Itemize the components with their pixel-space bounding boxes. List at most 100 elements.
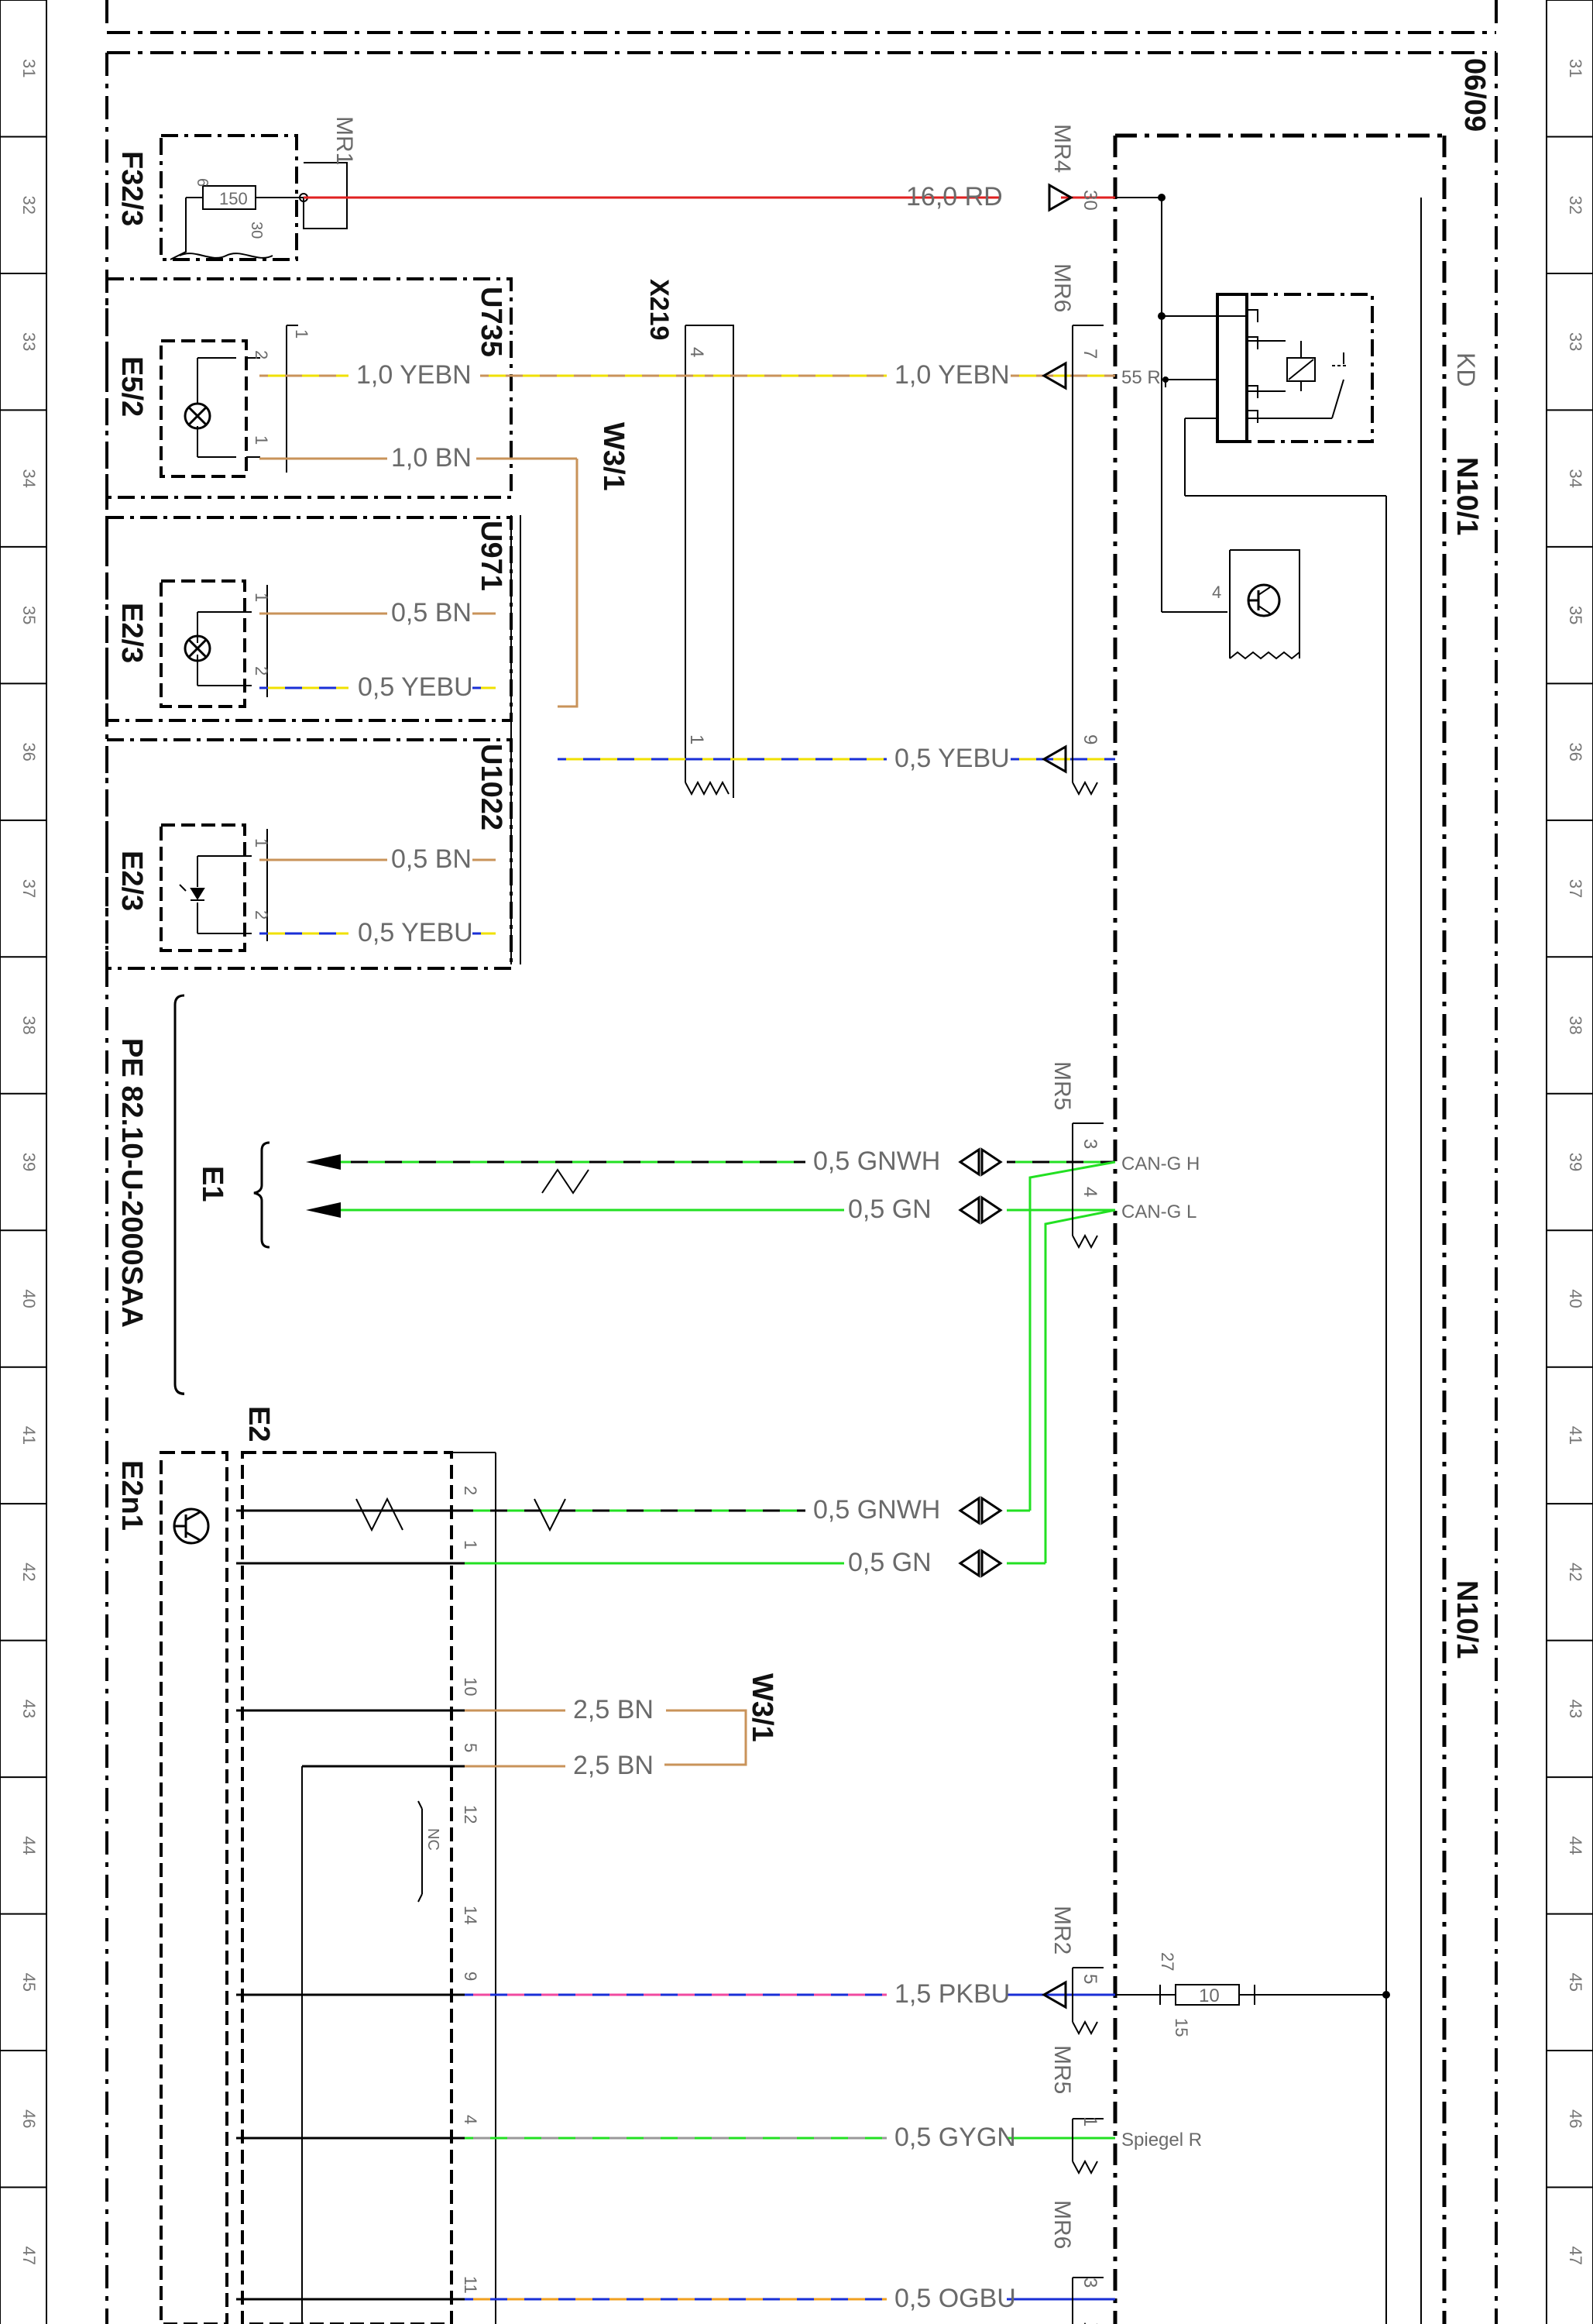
e2n1-box: [160, 1451, 496, 2324]
pin-e2-12: 12: [461, 1805, 480, 1824]
wire-label-bn-1: 1,0 BN: [391, 443, 472, 473]
ruler-row-label: 35: [1566, 606, 1585, 624]
lamp-icon-e5-2: [184, 402, 211, 430]
ruler-row-label: 47: [1566, 2247, 1585, 2265]
label-u1022: U1022: [475, 744, 507, 830]
ruler-row-label: 38: [1566, 1016, 1585, 1034]
label-n10-1-bottom: N10/1: [1451, 1580, 1483, 1659]
wire-bn-25-w31: [664, 1709, 747, 1766]
pin-spiegel-r: Spiegel R: [1121, 2130, 1202, 2150]
arrow-can-h: [306, 1154, 341, 1170]
ruler-row-label: 41: [1566, 1426, 1585, 1445]
pin-e2-3a-1: 1: [252, 593, 271, 602]
mr9-arrow: [1041, 744, 1067, 774]
can-h-plug-a-r: [980, 1147, 1003, 1177]
wire-label-gn-a: 0,5 GN: [848, 1195, 932, 1224]
wire-label-gygn: 0,5 GYGN: [894, 2123, 1016, 2152]
mr6-strip: [1072, 325, 1098, 796]
wire-label-bn-05b: 0,5 BN: [391, 844, 472, 874]
label-kd: KD: [1452, 352, 1480, 387]
ruler-row-label: 46: [1566, 2109, 1585, 2128]
pin-e2-3b-1: 1: [252, 838, 271, 847]
label-u971: U971: [475, 521, 507, 591]
can-l-plug-a-l: [958, 1195, 980, 1225]
pin-n10-4: 4: [1080, 1187, 1100, 1197]
wire-label-gnwh-a: 0,5 GNWH: [813, 1147, 940, 1176]
label-fuse-pin-27: 27: [1158, 1952, 1177, 1971]
label-x219: X219: [644, 279, 674, 340]
label-mr5-bottom: MR5: [1049, 2045, 1075, 2094]
ruler-row-label: 36: [1566, 742, 1585, 761]
ruler-row-label: 39: [1566, 1153, 1585, 1171]
ruler-row-label: 37: [19, 879, 39, 898]
wire-label-yebn-b: 1,0 YEBN: [894, 360, 1010, 390]
pin-can-l: CAN-G L: [1121, 1202, 1196, 1222]
label-n10-1-top: N10/1: [1451, 457, 1483, 535]
nc-bracket: [417, 1800, 423, 1903]
wire-label-bn-25b: 2,5 BN: [573, 1751, 654, 1780]
label-fuse-rating: 10: [1199, 1985, 1220, 2006]
pin-n10-5: 5: [1080, 1974, 1100, 1984]
label-mr6-top: MR6: [1049, 263, 1075, 312]
fuse-10: [1115, 1984, 1390, 2006]
pin-e2-3a-2: 2: [252, 666, 271, 676]
pin-e5-2-2: 2: [252, 350, 271, 359]
pin-e2-5: 5: [461, 1743, 480, 1752]
pin-e2-14: 14: [461, 1906, 480, 1924]
wire-label-pkbu: 1,5 PKBU: [894, 1979, 1010, 2009]
ruler-row-label: 36: [19, 742, 39, 761]
label-e2-3-lamp: E2/3: [115, 603, 148, 663]
ruler-row-label: 45: [1566, 1973, 1585, 1992]
can-h-plug-b-r: [980, 1496, 1003, 1525]
pin-e2-2: 2: [461, 1486, 480, 1495]
label-mr5-can: MR5: [1049, 1061, 1075, 1110]
can-l-plug-b-r: [980, 1549, 1003, 1578]
can-l-plug-a-r: [980, 1195, 1003, 1225]
label-mr4: MR4: [1049, 124, 1075, 173]
ruler-row-label: 45: [19, 1973, 39, 1992]
wire-label-yebn-a: 1,0 YEBN: [356, 360, 472, 390]
ruler-row-label: 34: [19, 469, 39, 487]
f32-3-box: [160, 134, 348, 261]
pin-n10-1: 1: [1080, 2116, 1100, 2126]
ruler-row-label: 44: [1566, 1836, 1585, 1855]
pe-bracket: [174, 995, 185, 1395]
mr4-arrow: [1048, 183, 1074, 212]
label-pe-reference: PE 82.10-U-2000SAA: [115, 1038, 148, 1328]
label-e5-2: E5/2: [115, 356, 148, 417]
label-w3-1-top: W3/1: [597, 422, 630, 491]
left-ruler: [0, 0, 47, 2324]
e2n1-transistor-icon: [173, 1508, 210, 1545]
wire-bn-w31: [558, 459, 578, 708]
ruler-row-label: 34: [1566, 469, 1585, 487]
can-h-plug-a-l: [958, 1147, 980, 1177]
can-h-plug-b-l: [958, 1496, 980, 1525]
junction-dots: [1158, 194, 1169, 383]
ruler-row-label: 40: [19, 1289, 39, 1308]
n10-1-module-frame: [1113, 133, 1447, 2324]
mr6-arrow: [1041, 361, 1067, 390]
ruler-row-label: 31: [1566, 59, 1585, 77]
can-l-plug-b-l: [958, 1549, 980, 1578]
label-ref-09-06: 06/09: [1458, 58, 1491, 132]
ruler-row-label: 46: [19, 2109, 39, 2128]
ruler-row-label: 42: [1566, 1563, 1585, 1581]
led-icon: [179, 884, 205, 901]
n10-sensor-block: [1229, 549, 1300, 660]
wire-label-yebu-a: 0,5 YEBU: [358, 672, 473, 702]
label-fuse-pin-15: 15: [1172, 2018, 1191, 2037]
pin-e2-9: 9: [461, 1972, 480, 1981]
module-bracket: [510, 515, 521, 964]
wire-label-gnwh-b: 0,5 GNWH: [813, 1495, 940, 1525]
label-u735: U735: [475, 287, 507, 357]
arrow-can-l: [306, 1202, 341, 1218]
pin-n10-9: 9: [1080, 734, 1100, 744]
label-f32-3: F32/3: [115, 151, 148, 226]
label-w3-1-bottom: W3/1: [746, 1673, 778, 1742]
ruler-row-label: 40: [1566, 1289, 1585, 1308]
crossing-marks: [355, 1168, 589, 1532]
pin-e2-10: 10: [461, 1677, 480, 1696]
mr5-strip: [1072, 1123, 1098, 1250]
pin-u735-1: 1: [292, 329, 311, 339]
e2-3-led-box: [105, 738, 513, 970]
